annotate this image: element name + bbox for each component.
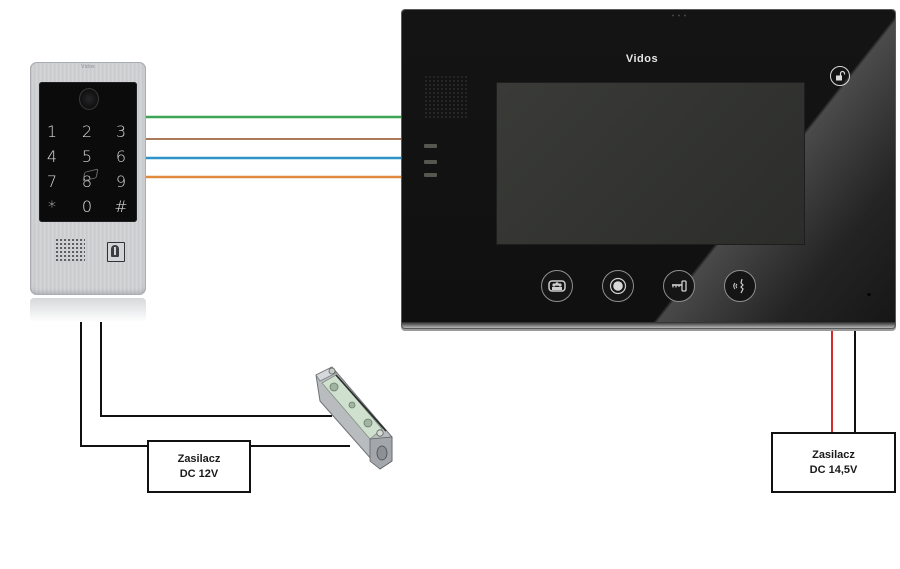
unlock-status-button[interactable]: [830, 66, 850, 86]
keypad-key[interactable]: 2: [81, 122, 93, 141]
panel-brand-label: Vidos: [81, 64, 95, 70]
record-icon: [609, 277, 627, 295]
keypad-key[interactable]: 1: [46, 122, 58, 141]
monitor-brand-label: Vidos: [625, 53, 659, 65]
key-icon: [672, 280, 687, 292]
bell-icon[interactable]: [107, 242, 125, 262]
monitor-speaker-icon: [424, 75, 468, 120]
unlock-key-button[interactable]: [663, 270, 695, 302]
power-supply-12v: Zasilacz DC 12V: [147, 440, 251, 493]
led-indicator: [424, 144, 437, 148]
unlock-icon: [836, 70, 846, 81]
led-indicator: [424, 160, 437, 164]
keypad-key[interactable]: 0: [81, 197, 93, 216]
record-button[interactable]: [602, 270, 634, 302]
ir-sensor-icon: [867, 293, 871, 296]
people-icon: [548, 280, 566, 292]
outdoor-keypad-panel: Vidos 1 2 3 4 5 6 7 8 9 * 0 #: [30, 62, 146, 295]
video-monitor: Vidos: [402, 10, 895, 328]
speaker-grille-icon: [55, 238, 85, 262]
keypad-key[interactable]: 3: [115, 122, 127, 141]
keypad-key[interactable]: #: [114, 197, 128, 216]
talk-icon: [733, 278, 744, 294]
psu-right-label: Zasilacz: [812, 448, 855, 461]
keypad-key[interactable]: 9: [115, 172, 127, 191]
keypad-key[interactable]: 7: [46, 172, 58, 191]
wire-panel-to-psu: [80, 322, 147, 447]
talk-button[interactable]: [724, 270, 756, 302]
power-supply-14-5v: Zasilacz DC 14,5V: [771, 432, 896, 493]
keypad-key[interactable]: *: [48, 197, 56, 216]
psu-right-voltage: DC 14,5V: [809, 463, 858, 476]
wire-panel-to-lock: [100, 322, 332, 417]
strike-lock-body: [315, 366, 393, 470]
microphone-icon: [670, 14, 690, 17]
keypad-key[interactable]: 6: [115, 147, 127, 166]
monitor-screen: [496, 82, 805, 245]
monitor-view-button[interactable]: [541, 270, 573, 302]
psu-left-voltage: DC 12V: [179, 467, 219, 480]
panel-reflection: [30, 298, 146, 322]
monitor-frame-edge: [402, 322, 895, 328]
camera-icon: [79, 88, 99, 110]
keypad-key[interactable]: 5: [81, 147, 93, 166]
keypad-key[interactable]: 4: [46, 147, 58, 166]
led-indicator: [424, 173, 437, 177]
psu-left-label: Zasilacz: [177, 452, 221, 465]
electric-strike-lock: [315, 366, 393, 470]
keypad-key[interactable]: 8: [81, 172, 93, 191]
keypad: 1 2 3 4 5 6 7 8 9 * 0 #: [39, 82, 137, 222]
